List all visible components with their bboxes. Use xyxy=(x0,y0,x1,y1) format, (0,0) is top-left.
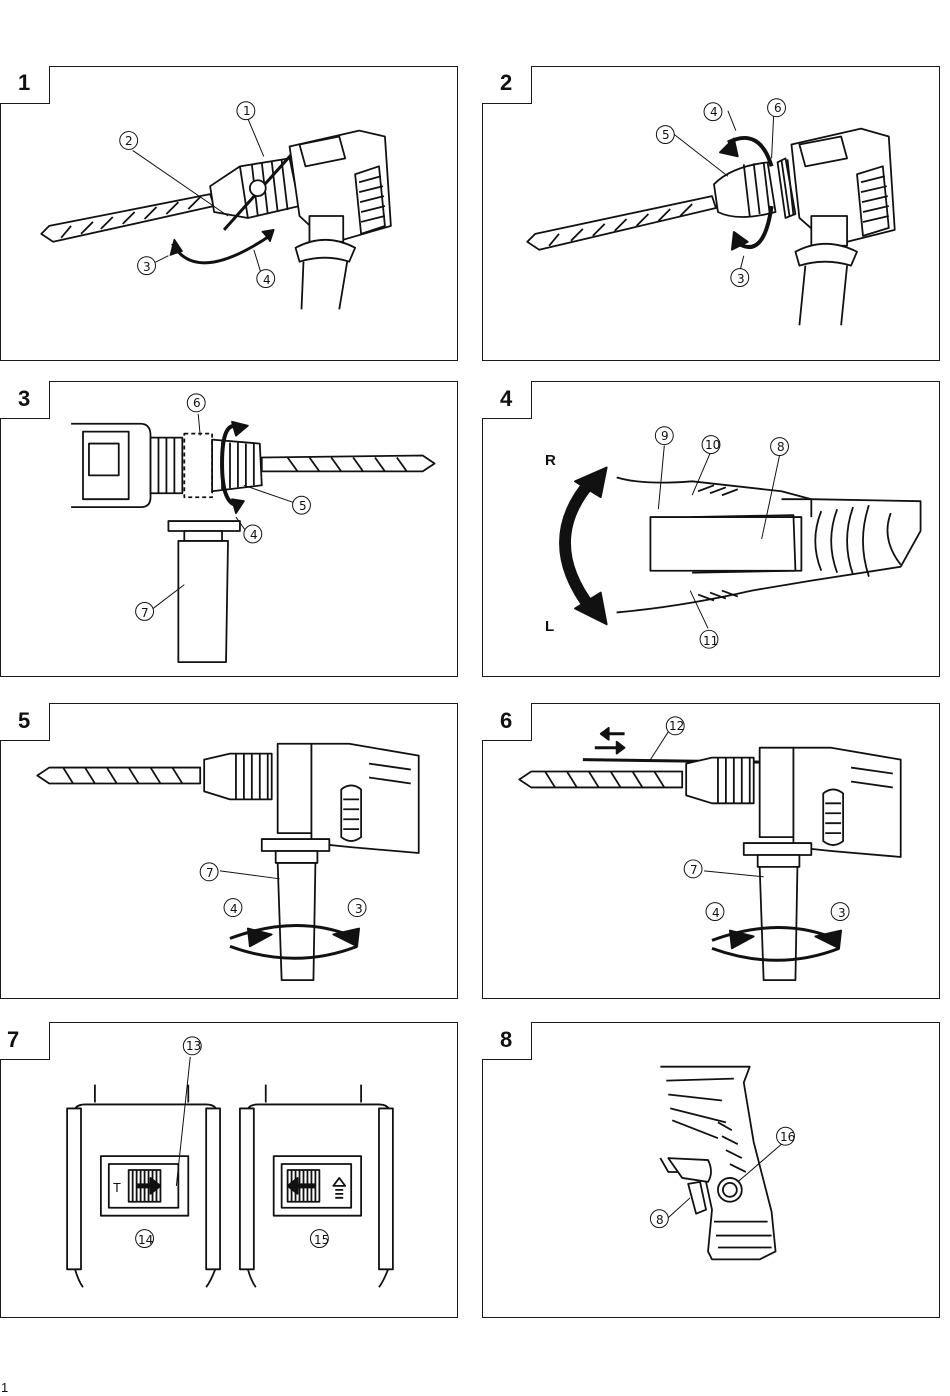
callout-2-4: 4 xyxy=(710,105,718,119)
callout-1-2: 2 xyxy=(125,134,133,148)
figure-2-illustration xyxy=(526,98,896,326)
figure-6-panel: 6 xyxy=(482,703,940,999)
figure-3-illustration xyxy=(71,393,436,663)
figure-6-illustration xyxy=(518,716,902,982)
figure-5-tab xyxy=(0,703,50,741)
figure-3-tab xyxy=(0,381,50,419)
figure-7-illustration xyxy=(66,1036,394,1288)
figure-2-number: 2 xyxy=(500,70,513,95)
figure-3-panel: 3 xyxy=(0,381,458,677)
callout-3-4: 4 xyxy=(250,528,258,542)
callout-4-9: 9 xyxy=(661,429,669,443)
callout-3-5: 5 xyxy=(299,499,307,513)
figure-2-tab xyxy=(482,66,532,104)
callout-5-4: 4 xyxy=(230,902,238,916)
callout-4-8: 8 xyxy=(777,440,785,454)
figure-8-illustration xyxy=(649,1065,795,1261)
figure-1-tab xyxy=(0,66,50,104)
figure-1-number: 1 xyxy=(18,70,31,95)
figure-5-illustration xyxy=(36,742,420,982)
callout-6-12: 12 xyxy=(669,719,685,733)
page-number: 1 xyxy=(1,1380,9,1395)
figure-8-tab xyxy=(482,1022,532,1060)
figure-2-panel: 2 xyxy=(482,66,940,361)
callout-2-6: 6 xyxy=(774,101,782,115)
figure-7-number: 7 xyxy=(7,1027,20,1052)
switch-mark-label: T xyxy=(113,1180,121,1195)
rotation-left-label: L xyxy=(545,618,555,635)
figure-8-panel: 8 16 8 xyxy=(482,1022,940,1318)
rotation-right-label: R xyxy=(545,452,556,469)
callout-8-16: 16 xyxy=(780,1130,796,1144)
callout-7-15: 15 xyxy=(314,1233,330,1247)
figure-4-panel: 4 9 10 8 11 R L xyxy=(482,381,940,677)
callout-1-3: 3 xyxy=(143,260,151,274)
callout-3-6: 6 xyxy=(193,396,201,410)
callout-6-3: 3 xyxy=(838,906,846,920)
callout-7-14: 14 xyxy=(138,1233,154,1247)
callout-1-4: 4 xyxy=(263,273,271,287)
callout-3-7: 7 xyxy=(141,606,149,620)
figure-6-number: 6 xyxy=(500,708,513,733)
callout-6-4: 4 xyxy=(712,906,720,920)
figure-7-tab xyxy=(0,1022,50,1060)
figure-6-tab xyxy=(482,703,532,741)
figure-3-number: 3 xyxy=(18,386,31,411)
figure-1-panel: 1 xyxy=(0,66,458,361)
figure-5-panel: 5 xyxy=(0,703,458,999)
callout-1-1: 1 xyxy=(243,104,251,118)
callout-4-11: 11 xyxy=(703,634,719,648)
figure-4-number: 4 xyxy=(500,386,513,411)
figure-5-number: 5 xyxy=(18,708,31,733)
callout-5-3: 3 xyxy=(355,902,363,916)
callout-2-5: 5 xyxy=(662,128,670,142)
callout-5-7: 7 xyxy=(206,866,214,880)
callout-6-7: 7 xyxy=(690,863,698,877)
figure-4-tab xyxy=(482,381,532,419)
callout-4-10: 10 xyxy=(705,438,721,452)
figure-8-number: 8 xyxy=(500,1027,513,1052)
callout-7-13: 13 xyxy=(186,1039,202,1053)
callout-8-8: 8 xyxy=(656,1213,664,1227)
figure-1-illustration xyxy=(40,101,392,310)
figure-7-panel: 7 xyxy=(0,1022,458,1318)
figure-4-illustration xyxy=(559,426,922,649)
callout-2-3: 3 xyxy=(737,272,745,286)
